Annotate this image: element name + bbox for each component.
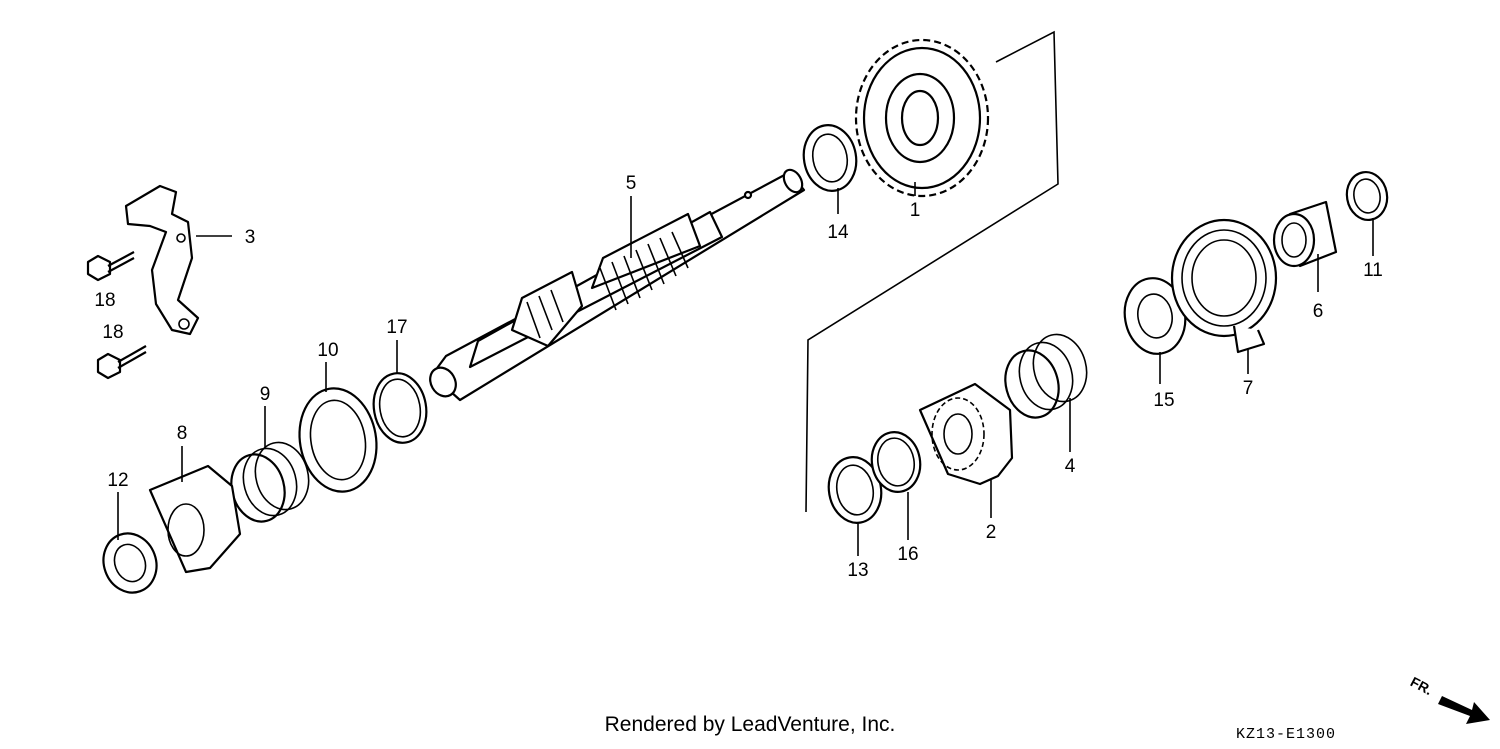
- callout-14: 14: [827, 222, 849, 243]
- ratchet-guide-plate[interactable]: [124, 184, 200, 336]
- callout-6: 6: [1313, 301, 1324, 322]
- washer-14[interactable]: [799, 121, 862, 195]
- flange-bolt-lower[interactable]: [96, 345, 147, 380]
- part-numbers: 1 2 3 4 5 6 7 8 9 10 11 12 13 14 15 16 1…: [94, 173, 1382, 581]
- callout-4: 4: [1065, 456, 1076, 477]
- kick-drive-ratchet-2[interactable]: [918, 382, 1014, 486]
- leader-lines: [117, 182, 1374, 556]
- callout-17: 17: [386, 317, 407, 338]
- front-direction-arrow-icon: FR.: [1408, 673, 1490, 724]
- washer-12[interactable]: [95, 526, 164, 600]
- kick-idle-gear[interactable]: [854, 38, 990, 198]
- flange-bolt-upper[interactable]: [86, 251, 135, 282]
- callout-5: 5: [626, 173, 637, 194]
- callout-8: 8: [177, 423, 188, 444]
- friction-spring-9[interactable]: [224, 436, 316, 527]
- spring-collar-6[interactable]: [1272, 200, 1338, 268]
- washer-11[interactable]: [1343, 169, 1391, 223]
- callout-3: 3: [245, 227, 256, 248]
- assembly-bracket: [805, 30, 1059, 513]
- circlip-17[interactable]: [368, 369, 431, 447]
- kick-spindle-shaft[interactable]: [425, 167, 806, 402]
- callout-2: 2: [986, 522, 997, 543]
- callout-13: 13: [847, 560, 868, 581]
- washer-10[interactable]: [292, 382, 385, 498]
- callout-18-lower: 18: [102, 322, 123, 343]
- return-spring-7[interactable]: [1170, 218, 1278, 354]
- callout-18-upper: 18: [94, 290, 115, 311]
- callout-1: 1: [910, 200, 921, 221]
- callout-11: 11: [1363, 260, 1383, 281]
- callout-7: 7: [1243, 378, 1254, 399]
- diagram-code: KZ13-E1300: [1236, 726, 1337, 743]
- starter-ratchet-8[interactable]: [148, 464, 242, 574]
- callout-16: 16: [897, 544, 918, 565]
- callout-12: 12: [107, 470, 128, 491]
- callout-10: 10: [317, 340, 338, 361]
- front-direction-label: FR.: [1408, 673, 1435, 698]
- callout-9: 9: [260, 384, 271, 405]
- ratchet-spring-4[interactable]: [998, 328, 1094, 423]
- rendered-by-credit: Rendered by LeadVenture, Inc.: [604, 713, 896, 736]
- callout-15: 15: [1153, 390, 1174, 411]
